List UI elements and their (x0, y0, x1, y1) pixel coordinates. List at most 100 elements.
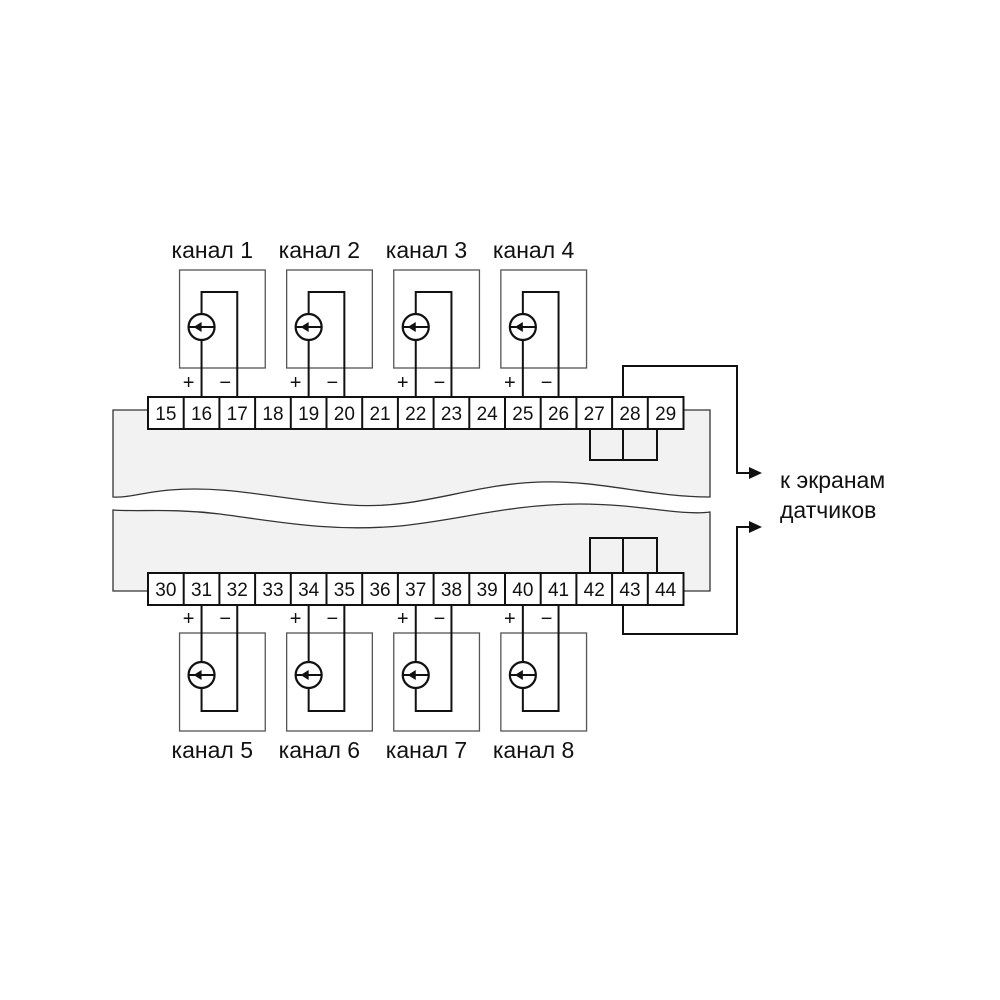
shield-wiring-bottom (589, 526, 750, 635)
arrow-right-icon (749, 521, 762, 533)
channel-label: канал 4 (493, 237, 575, 263)
bottom-strip-frame (147, 572, 685, 606)
terminal-strip-top: 15 16 17 18 19 20 21 22 23 24 25 26 27 28 29 (147, 396, 685, 430)
sensor-wire (307, 291, 346, 397)
device-body-bottom (112, 503, 711, 592)
minus-sign: − (327, 608, 339, 630)
sensor-box (500, 269, 588, 369)
device-body-top (112, 409, 711, 507)
plus-sign: + (290, 608, 302, 630)
minus-sign: − (541, 608, 553, 630)
arrow-left-icon (193, 670, 202, 680)
plus-sign: + (504, 608, 516, 630)
terminal-22: 22 (405, 404, 426, 425)
plus-sign: + (397, 608, 409, 630)
sensor-box (178, 269, 266, 369)
channel-label: канал 7 (386, 737, 467, 763)
terminal-31: 31 (191, 580, 212, 601)
sensor-wire (414, 605, 453, 712)
terminal-strip-bottom: 30 31 32 33 34 35 36 37 38 39 40 41 42 43 44 (147, 572, 685, 606)
arrow-left-icon (407, 670, 416, 680)
terminal-23: 23 (441, 404, 462, 425)
minus-sign: − (434, 372, 446, 394)
channel-label: канал 1 (172, 237, 253, 263)
terminal-42: 42 (584, 580, 605, 601)
sensor-channel: + − канал 8 (493, 605, 588, 763)
terminal-35: 35 (334, 580, 355, 601)
terminal-36: 36 (369, 580, 390, 601)
plus-sign: + (397, 372, 409, 394)
terminal-38: 38 (441, 580, 462, 601)
sensor-channels: + − канал 1 + − канал 2 + − канал 3 + − канал 4 + − ка… (172, 237, 588, 763)
terminal-34: 34 (298, 580, 320, 601)
sensor-wire (200, 605, 239, 712)
channel-label: канал 5 (172, 737, 253, 763)
channel-label: канал 6 (279, 737, 360, 763)
sensor-wire (200, 291, 239, 397)
terminal-19: 19 (298, 404, 319, 425)
arrow-left-icon (514, 322, 523, 332)
sensor-wire (414, 291, 453, 397)
arrow-left-icon (407, 322, 416, 332)
sensor-box (285, 632, 373, 732)
minus-sign: − (541, 372, 553, 394)
terminal-18: 18 (262, 404, 283, 425)
sensor-channel: + − канал 7 (386, 605, 481, 763)
arrow-left-icon (193, 322, 202, 332)
terminal-24: 24 (477, 404, 499, 425)
sensor-channel: + − канал 4 (493, 237, 588, 397)
plus-sign: + (183, 372, 195, 394)
terminal-28: 28 (619, 404, 640, 425)
terminal-43: 43 (619, 580, 640, 601)
plus-sign: + (183, 608, 195, 630)
minus-sign: − (219, 608, 231, 630)
terminal-17: 17 (227, 404, 248, 425)
terminal-32: 32 (227, 580, 248, 601)
terminal-33: 33 (262, 580, 283, 601)
terminal-40: 40 (512, 580, 533, 601)
terminal-16: 16 (191, 404, 212, 425)
terminal-30: 30 (155, 580, 176, 601)
plus-sign: + (290, 372, 302, 394)
minus-sign: − (327, 372, 339, 394)
sensor-channel: + − канал 5 (172, 605, 266, 763)
terminal-37: 37 (405, 580, 426, 601)
terminal-39: 39 (477, 580, 498, 601)
sensor-box (393, 632, 481, 732)
sensor-box (500, 632, 588, 732)
shield-label-line1: к экранам (780, 467, 885, 493)
terminal-21: 21 (369, 404, 390, 425)
terminal-26: 26 (548, 404, 569, 425)
sensor-wire (521, 605, 560, 712)
top-strip-frame (147, 396, 685, 430)
terminal-44: 44 (655, 580, 677, 601)
channel-label: канал 2 (279, 237, 360, 263)
sensor-wire (521, 291, 560, 397)
terminal-27: 27 (584, 404, 605, 425)
terminal-41: 41 (548, 580, 569, 601)
minus-sign: − (219, 372, 231, 394)
minus-sign: − (434, 608, 446, 630)
plus-sign: + (504, 372, 516, 394)
terminal-15: 15 (155, 404, 176, 425)
shield-label-line2: датчиков (780, 497, 876, 523)
shield-wiring-top (589, 365, 750, 474)
sensor-channel: + − канал 2 (279, 237, 373, 397)
sensor-box (285, 269, 373, 369)
channel-label: канал 3 (386, 237, 467, 263)
arrow-left-icon (300, 322, 309, 332)
sensor-box (178, 632, 266, 732)
terminal-29: 29 (655, 404, 676, 425)
channel-label: канал 8 (493, 737, 574, 763)
arrow-left-icon (514, 670, 523, 680)
arrow-right-icon (749, 467, 762, 479)
terminal-20: 20 (334, 404, 355, 425)
sensor-box (393, 269, 481, 369)
sensor-channel: + − канал 1 (172, 237, 266, 397)
sensor-channel: + − канал 3 (386, 237, 481, 397)
terminal-25: 25 (512, 404, 533, 425)
arrow-left-icon (300, 670, 309, 680)
sensor-wire (307, 605, 346, 712)
sensor-channel: + − канал 6 (279, 605, 373, 763)
